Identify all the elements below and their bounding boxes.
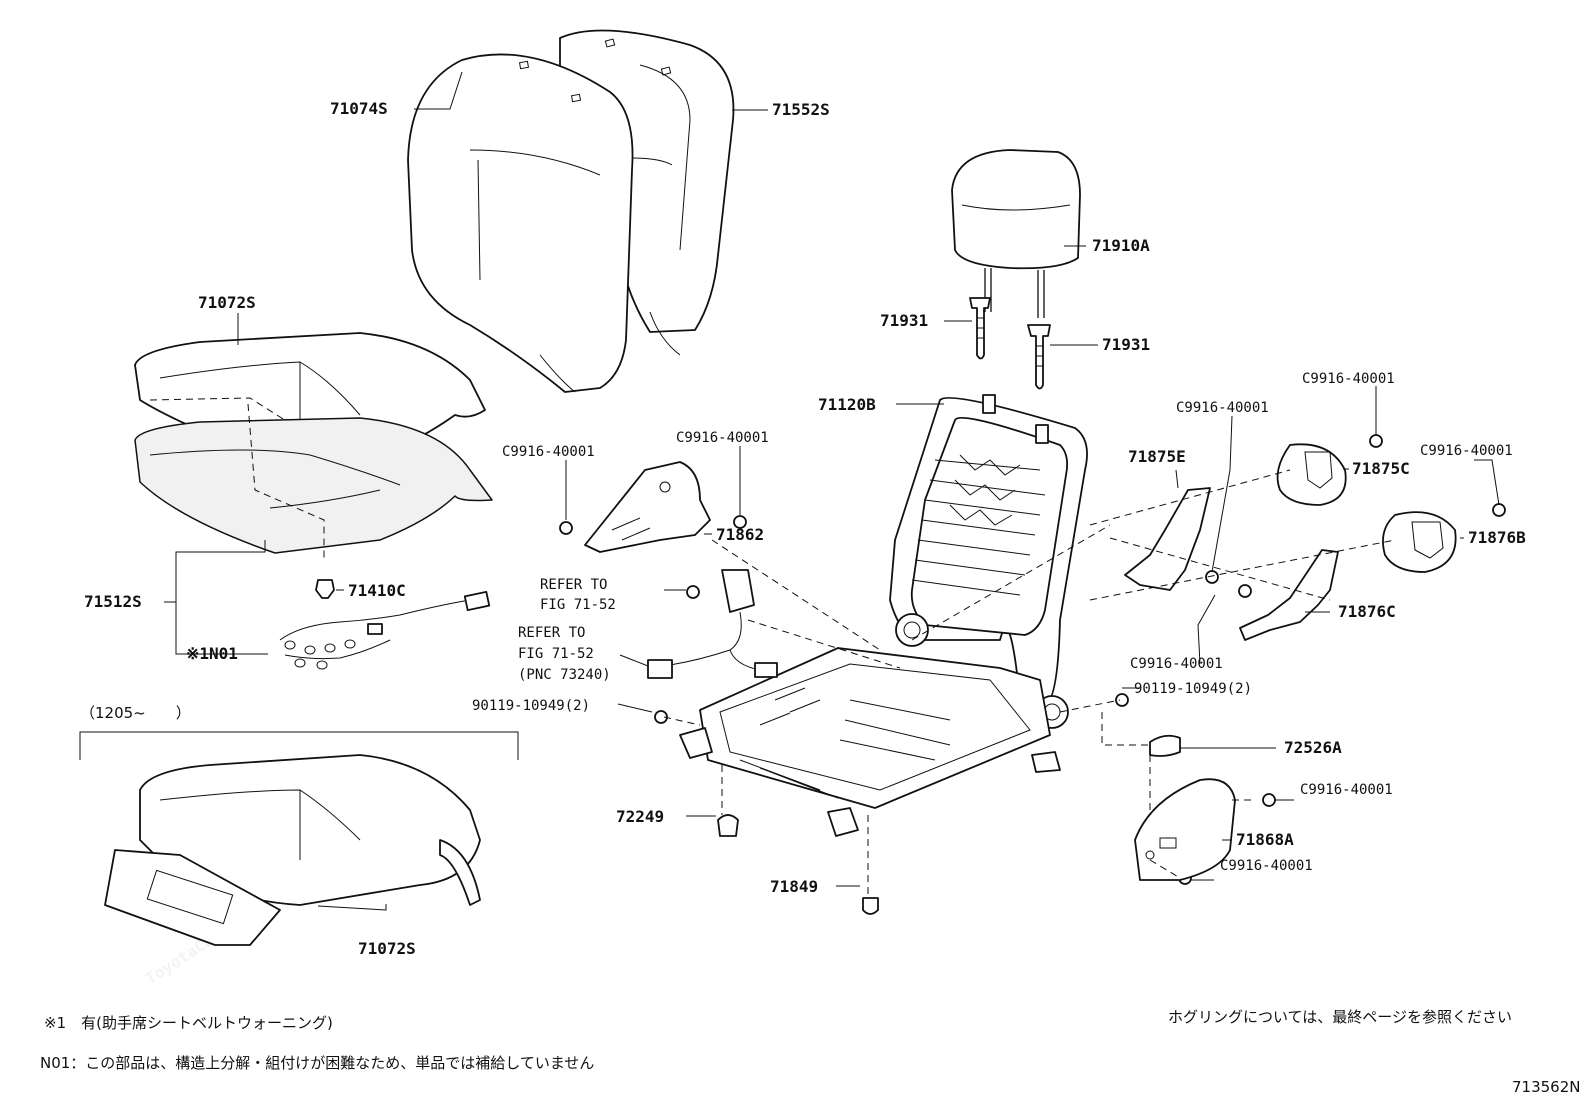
label-71875c: 71875C <box>1352 459 1410 478</box>
variant-bracket <box>79 731 519 760</box>
part-labels: 71074S 71552S 71072S 71512S 71410C ※1N01… <box>80 99 1526 958</box>
label-c9916-e: C9916-40001 <box>1300 782 1393 798</box>
label-71876b: 71876B <box>1468 528 1526 547</box>
label-bolt-left: 90119-10949(2) <box>472 698 590 714</box>
label-refer2-line1: REFER TO <box>518 625 585 641</box>
seat-belt-buckle <box>647 569 778 679</box>
label-71868a: 71868A <box>1236 830 1294 849</box>
assembly-guide-lines <box>663 469 1396 895</box>
label-71074s: 71074S <box>330 99 388 118</box>
label-c9916-a: C9916-40001 <box>1176 400 1269 416</box>
recliner-cover-71876c <box>1239 549 1339 641</box>
label-c9916-f: C9916-40001 <box>1220 858 1313 874</box>
label-1n01: ※1N01 <box>186 644 238 663</box>
label-71410c: 71410C <box>348 581 406 600</box>
recliner-cover-71875e <box>1124 487 1211 591</box>
footnotes: ※1 有(助手席シートベルトウォーニング) N01：この部品は、構造上分解・組付… <box>40 1008 1580 1096</box>
footnote-1: ※1 有(助手席シートベルトウォーニング) <box>44 1014 333 1032</box>
headrest <box>951 149 1081 318</box>
label-c9916-hinge-left: C9916-40001 <box>502 444 595 460</box>
headrest-guide-left <box>969 297 991 360</box>
seatback-cover-front <box>407 53 634 393</box>
label-c9916-d: C9916-40001 <box>1130 656 1223 672</box>
label-range-bracket: （1205~ ） <box>80 704 191 722</box>
recliner-cover-71876b <box>1382 511 1457 573</box>
label-refer2-line3: (PNC 73240) <box>518 667 611 683</box>
label-71931-right: 71931 <box>1102 335 1150 354</box>
seat-cushion-cover-1205 <box>104 754 481 946</box>
recliner-cover-71875c <box>1276 443 1347 506</box>
seatback-frame <box>889 394 1088 729</box>
headrest-guide-right <box>1027 324 1051 390</box>
label-refer2-line2: FIG 71-52 <box>518 646 594 662</box>
label-c9916-hinge-right: C9916-40001 <box>676 430 769 446</box>
figure-id: 713562N <box>1512 1078 1580 1096</box>
label-71849: 71849 <box>770 877 818 896</box>
label-refer1-line1: REFER TO <box>540 577 607 593</box>
label-72249: 72249 <box>616 807 664 826</box>
label-71876c: 71876C <box>1338 602 1396 621</box>
footnote-n01: N01：この部品は、構造上分解・組付けが困難なため、単品では補給していません <box>40 1054 594 1072</box>
label-71862: 71862 <box>716 525 764 544</box>
label-71512s: 71512S <box>84 592 142 611</box>
hinge-cover-71862 <box>584 461 711 553</box>
label-bolt-right: 90119-10949(2) <box>1134 681 1252 697</box>
side-shield-71868a <box>1134 778 1236 881</box>
seat-belt-sensor-harness <box>279 590 491 670</box>
lever-knob-72526a <box>1149 734 1181 757</box>
hog-ring-note: ホグリングについては、最終ページを参照ください <box>1168 1008 1512 1026</box>
clip-71410c <box>315 579 335 599</box>
guide-line-cushion <box>247 403 325 560</box>
label-refer1-line2: FIG 71-52 <box>540 597 616 613</box>
leader-lines <box>164 71 1500 911</box>
seat-cushion-pad <box>134 417 493 554</box>
label-c9916-b: C9916-40001 <box>1302 371 1395 387</box>
label-71875e: 71875E <box>1128 447 1186 466</box>
label-71910a: 71910A <box>1092 236 1150 255</box>
label-71120b: 71120B <box>818 395 876 414</box>
label-c9916-c: C9916-40001 <box>1420 443 1513 459</box>
label-71072s-top: 71072S <box>198 293 256 312</box>
label-72526a: 72526A <box>1284 738 1342 757</box>
label-71552s: 71552S <box>772 100 830 119</box>
seat-cushion-frame <box>679 647 1061 837</box>
label-71072s-bottom: 71072S <box>358 939 416 958</box>
label-71931-left: 71931 <box>880 311 928 330</box>
